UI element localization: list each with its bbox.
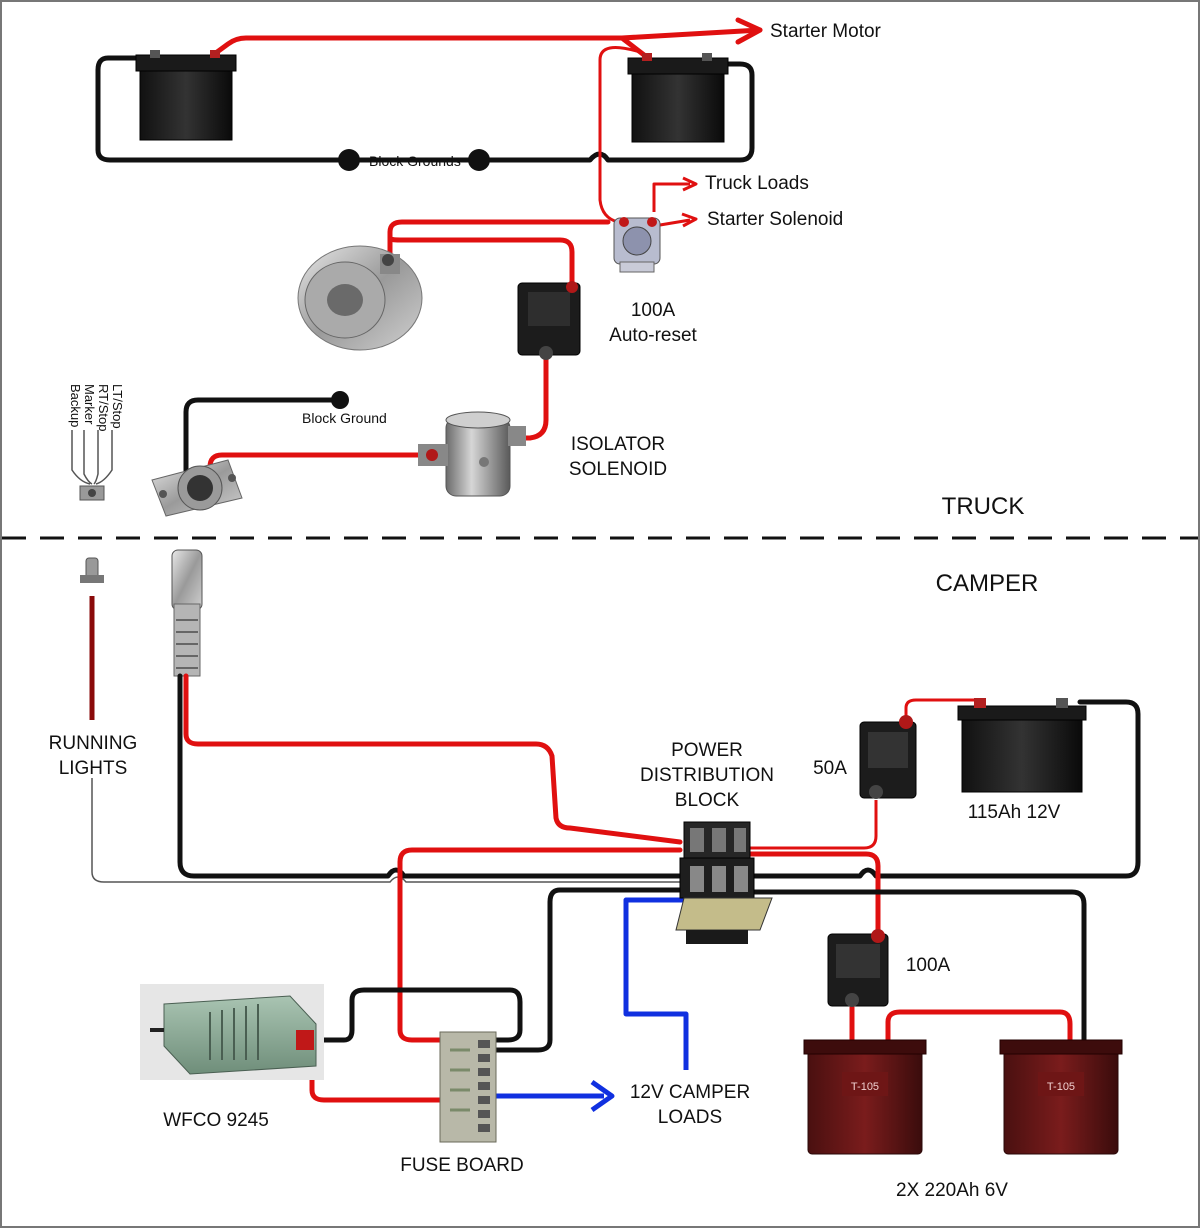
- label-truck-loads: Truck Loads: [705, 173, 809, 194]
- breaker-100a-camper-icon: [827, 929, 889, 1007]
- label-distribution: DISTRIBUTION: [640, 765, 774, 786]
- battery-115ah-icon: [957, 698, 1087, 793]
- label-12v-camper: 12V CAMPER: [630, 1082, 750, 1103]
- trailer-plug-camper-icon: [171, 549, 203, 677]
- starter-solenoid-icon: [613, 217, 661, 273]
- truck-arrows: [652, 17, 763, 228]
- pin-label-rt-stop: RT/Stop: [96, 384, 111, 431]
- pin-label-lt-stop: LT/Stop: [110, 384, 125, 429]
- label-breaker-100a-camper: 100A: [906, 955, 951, 976]
- starter-battery-left: [135, 50, 237, 141]
- label-running: RUNNING: [49, 733, 138, 754]
- label-truck: TRUCK: [942, 493, 1025, 520]
- block-ground-dot-right: [468, 149, 490, 171]
- label-battery-115ah: 115Ah 12V: [968, 802, 1061, 823]
- block-ground-dot-left: [338, 149, 360, 171]
- label-batteries-6v: 2X 220Ah 6V: [896, 1180, 1008, 1201]
- alternator-icon: [297, 245, 423, 351]
- label-lights: LIGHTS: [59, 758, 128, 779]
- battery-brand-left: T-105: [851, 1081, 879, 1093]
- breaker-50a-icon: [859, 715, 917, 799]
- block-ground-dot: [331, 391, 349, 409]
- fuse-board-icon: [439, 1031, 497, 1143]
- label-block-grounds: Block Grounds: [369, 153, 461, 169]
- trailer-connector-truck-icon: [151, 459, 243, 517]
- label-isolator: ISOLATOR: [571, 434, 665, 455]
- battery-6v-right-icon: T-105: [999, 1039, 1123, 1155]
- label-breaker-50a: 50A: [813, 758, 847, 779]
- label-block-ground: Block Ground: [302, 410, 387, 426]
- starter-battery-right: [627, 53, 729, 143]
- battery-6v-left-icon: T-105: [803, 1039, 927, 1155]
- breaker-100a-auto-reset: [517, 281, 581, 360]
- pin-label-marker: Marker: [82, 384, 97, 425]
- battery-brand-right: T-105: [1047, 1081, 1075, 1093]
- label-solenoid: SOLENOID: [569, 459, 667, 480]
- label-wfco: WFCO 9245: [163, 1110, 269, 1131]
- label-starter-motor: Starter Motor: [770, 21, 882, 42]
- label-fuse-board: FUSE BOARD: [400, 1155, 524, 1176]
- isolator-solenoid-icon: [418, 411, 526, 497]
- label-block: BLOCK: [675, 790, 740, 811]
- pin-label-backup: Backup: [68, 384, 83, 427]
- label-starter-solenoid: Starter Solenoid: [707, 209, 843, 230]
- label-power: POWER: [671, 740, 743, 761]
- power-distribution-block-icon: [675, 821, 773, 944]
- label-loads: LOADS: [658, 1107, 722, 1128]
- running-lights-plug-icon: [80, 557, 104, 583]
- label-auto-reset: Auto-reset: [609, 325, 697, 346]
- trailer-pin-legend: [71, 430, 113, 501]
- label-breaker-100a: 100A: [631, 300, 676, 321]
- wfco-converter-icon: [140, 984, 324, 1080]
- label-camper: CAMPER: [936, 570, 1039, 597]
- camper-wires: [177, 673, 1141, 1113]
